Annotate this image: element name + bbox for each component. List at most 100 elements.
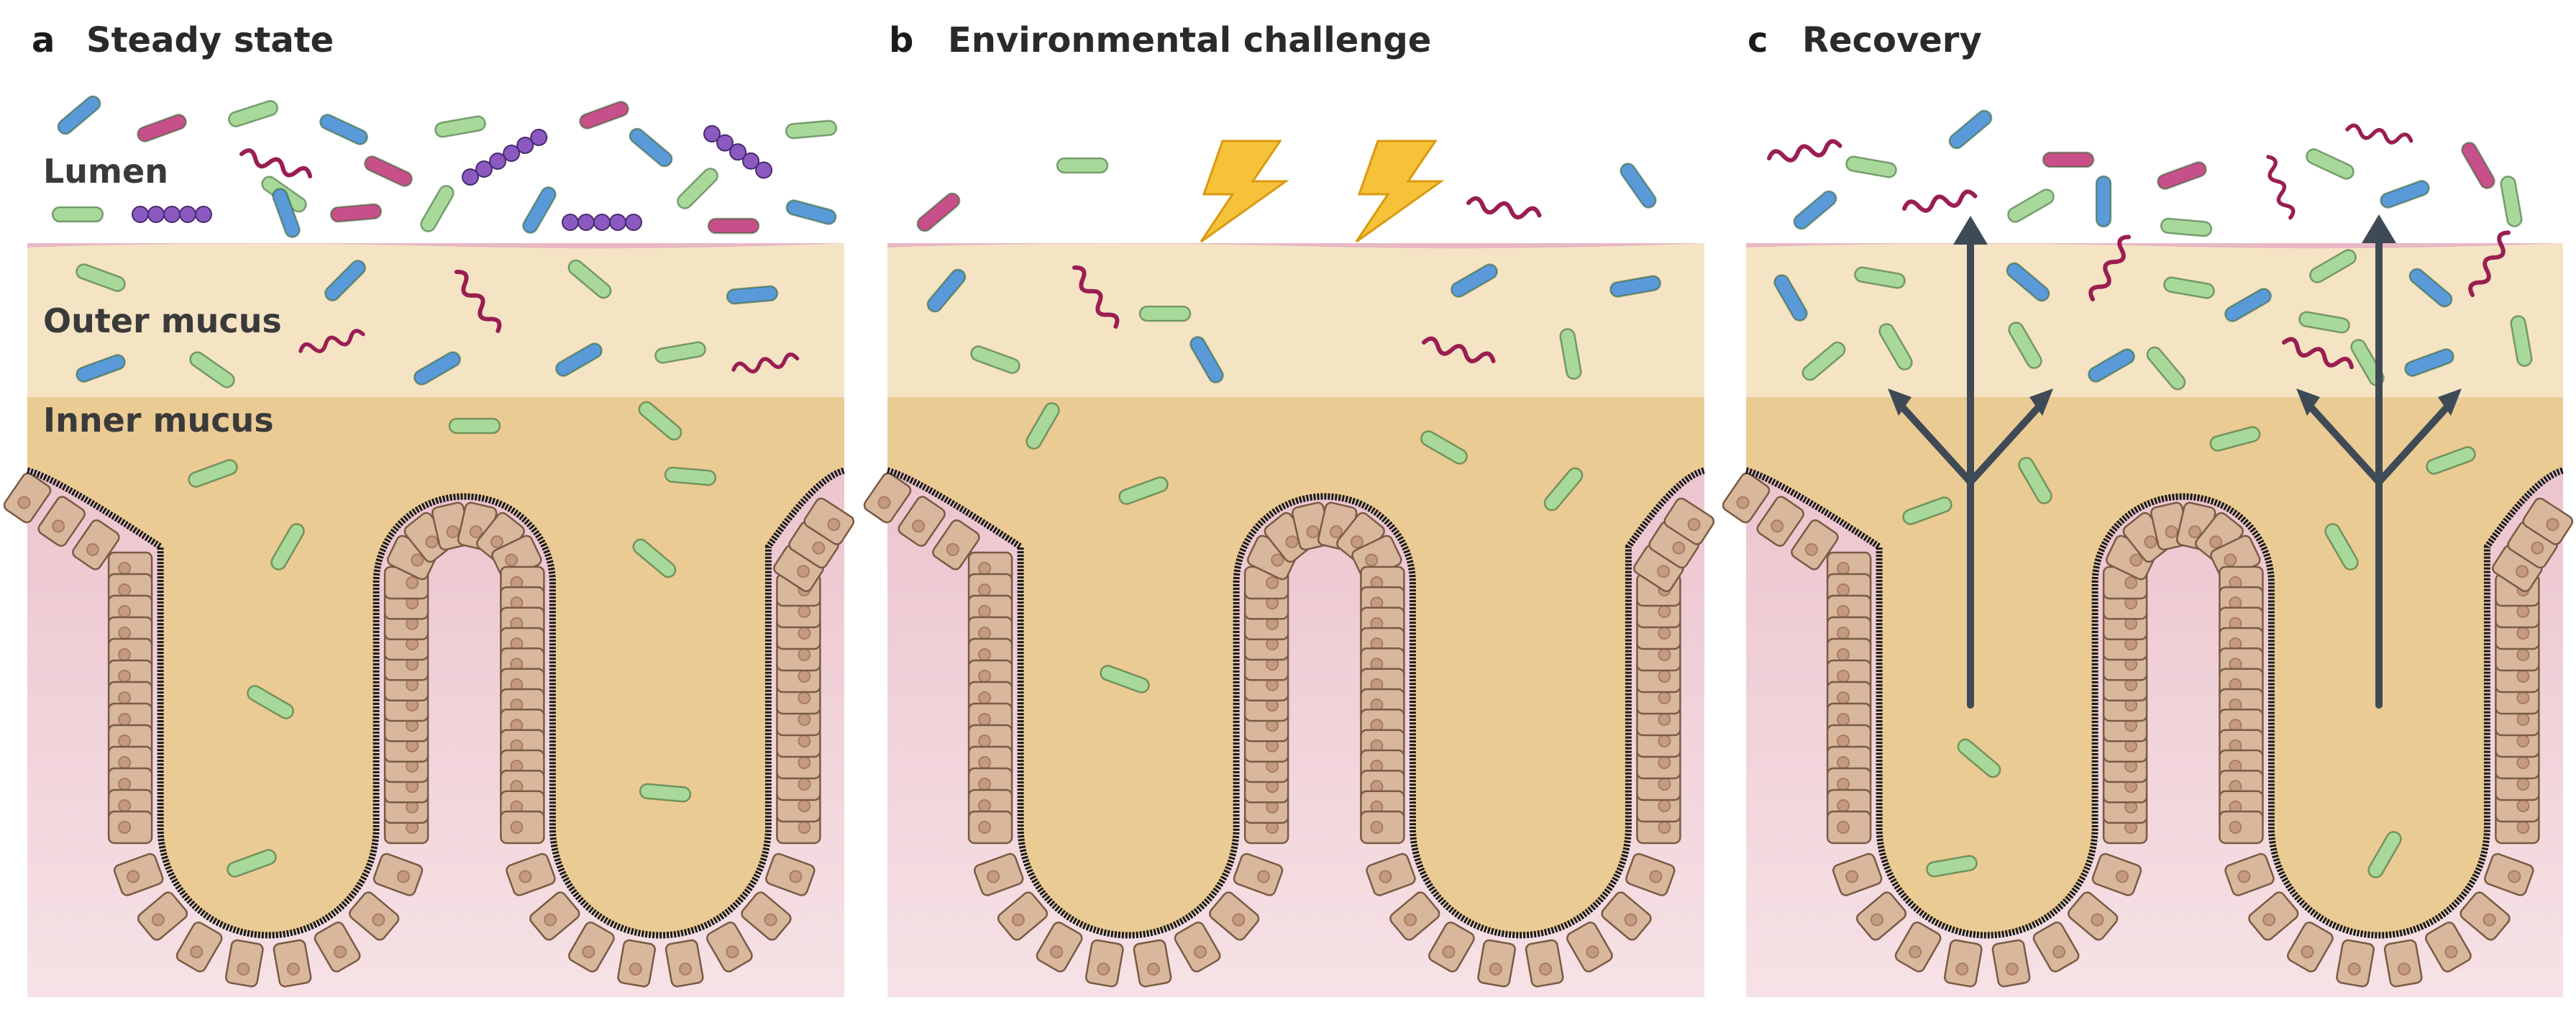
rod-bacterium (1056, 157, 1109, 174)
cell-nucleus (798, 627, 811, 640)
cocci-chain-bacterium (703, 125, 773, 179)
rod-bacterium (1773, 274, 1808, 322)
epithelial-cell (500, 810, 545, 845)
rod-bacterium (319, 114, 368, 145)
spirochete-body (731, 353, 800, 374)
cell-nucleus (118, 562, 132, 575)
cell-nucleus (1586, 945, 1599, 959)
cell-nucleus (2229, 821, 2242, 834)
rod-body (629, 127, 673, 168)
rod-body (324, 260, 366, 301)
rod-body (726, 285, 779, 305)
epithelial-cell (2032, 921, 2080, 973)
cell-nucleus (2516, 670, 2530, 683)
rod-bacterium (785, 119, 838, 140)
rod-body (2146, 346, 2186, 391)
cell-nucleus (798, 691, 811, 704)
rod-body (2018, 457, 2052, 504)
rod-body (664, 466, 717, 486)
epithelial-cell (617, 939, 656, 988)
rod-bacterium (2309, 249, 2357, 283)
outer-mucus-layer (887, 243, 1704, 397)
spirochete-body (2282, 337, 2354, 370)
cell-nucleus (505, 553, 519, 567)
epithelial-cell (349, 891, 400, 941)
epithelial-cell (113, 852, 164, 896)
rod-bacterium (2324, 523, 2359, 570)
cell-nucleus (2347, 962, 2361, 976)
rod-bacterium (1948, 109, 1993, 150)
rod-body (785, 119, 838, 140)
spirochete-bacterium (731, 353, 800, 374)
cell-nucleus (2516, 627, 2530, 640)
spirochete-bacterium (239, 148, 313, 178)
epithelial-cell (476, 512, 525, 563)
epithelial-cell (803, 497, 855, 545)
cell-nucleus (1146, 962, 1160, 976)
spirochete-bacterium (298, 329, 365, 353)
rod-body (2088, 348, 2135, 383)
cell-nucleus (726, 945, 739, 959)
cell-nucleus (1658, 735, 1671, 747)
rod-bacterium (2088, 348, 2135, 383)
spirochete-body (298, 329, 365, 353)
cell-nucleus (978, 583, 992, 596)
cell-nucleus (978, 562, 992, 575)
epithelial-cell (2091, 852, 2142, 896)
rod-body (639, 783, 692, 803)
cell-nucleus (798, 670, 811, 683)
epithelial-cell (1389, 891, 1440, 941)
spirochete-bacterium (1902, 189, 1978, 213)
cell-nucleus (334, 945, 347, 959)
epithelial-cell (506, 852, 556, 896)
rod-body (1138, 305, 1192, 322)
epithelial-cell (2224, 852, 2275, 896)
rod-body (2461, 142, 2495, 189)
rod-body (1926, 855, 1978, 878)
rod-body (2042, 151, 2095, 168)
rod-body (785, 199, 837, 225)
rod-bacterium (1878, 323, 1913, 370)
arrow-branch-head (1888, 388, 1912, 416)
rod-bacterium (434, 115, 486, 138)
panel-a-letter: a (32, 20, 55, 60)
spirochete-body (1072, 265, 1120, 329)
cell-nucleus (798, 605, 811, 618)
cell-nucleus (987, 870, 1000, 883)
epithelial-cell (1477, 939, 1516, 988)
cell-nucleus (2516, 778, 2530, 791)
cell-nucleus (1672, 541, 1686, 555)
rod-bacterium (1801, 341, 1846, 381)
epithelial-cell (997, 891, 1049, 941)
panel-b-letter: b (889, 20, 913, 60)
rod-bacterium (57, 95, 101, 135)
cell-nucleus (2516, 735, 2530, 747)
arrow-branch-right (2375, 399, 2454, 486)
rod-body (2380, 180, 2430, 209)
arrow-branch-left (2303, 399, 2383, 486)
rod-bacterium (1118, 476, 1169, 505)
cell-nucleus (2531, 541, 2544, 555)
cell-nucleus (2262, 913, 2276, 927)
cell-nucleus (978, 713, 992, 726)
epithelial-cell (1832, 852, 1883, 896)
epithelial-cell (1428, 921, 1475, 973)
coccus (147, 206, 165, 223)
coccus (562, 214, 579, 231)
spirochete-bacterium (1767, 139, 1842, 163)
cell-nucleus (946, 542, 959, 556)
rod-bacterium (726, 285, 779, 305)
rod-bacterium (2018, 457, 2052, 504)
cell-nucleus (2052, 945, 2066, 959)
cell-nucleus (1097, 962, 1110, 976)
spirochete-bacterium (2282, 337, 2354, 370)
spirochete-bacterium (2468, 230, 2511, 297)
rod-bacterium (51, 206, 104, 223)
rod-body (1609, 275, 1661, 298)
spirochete-body (455, 269, 502, 333)
rod-body (2500, 176, 2523, 227)
rod-body (227, 100, 279, 127)
bolt-shape (1200, 140, 1289, 243)
rod-body (272, 188, 301, 238)
